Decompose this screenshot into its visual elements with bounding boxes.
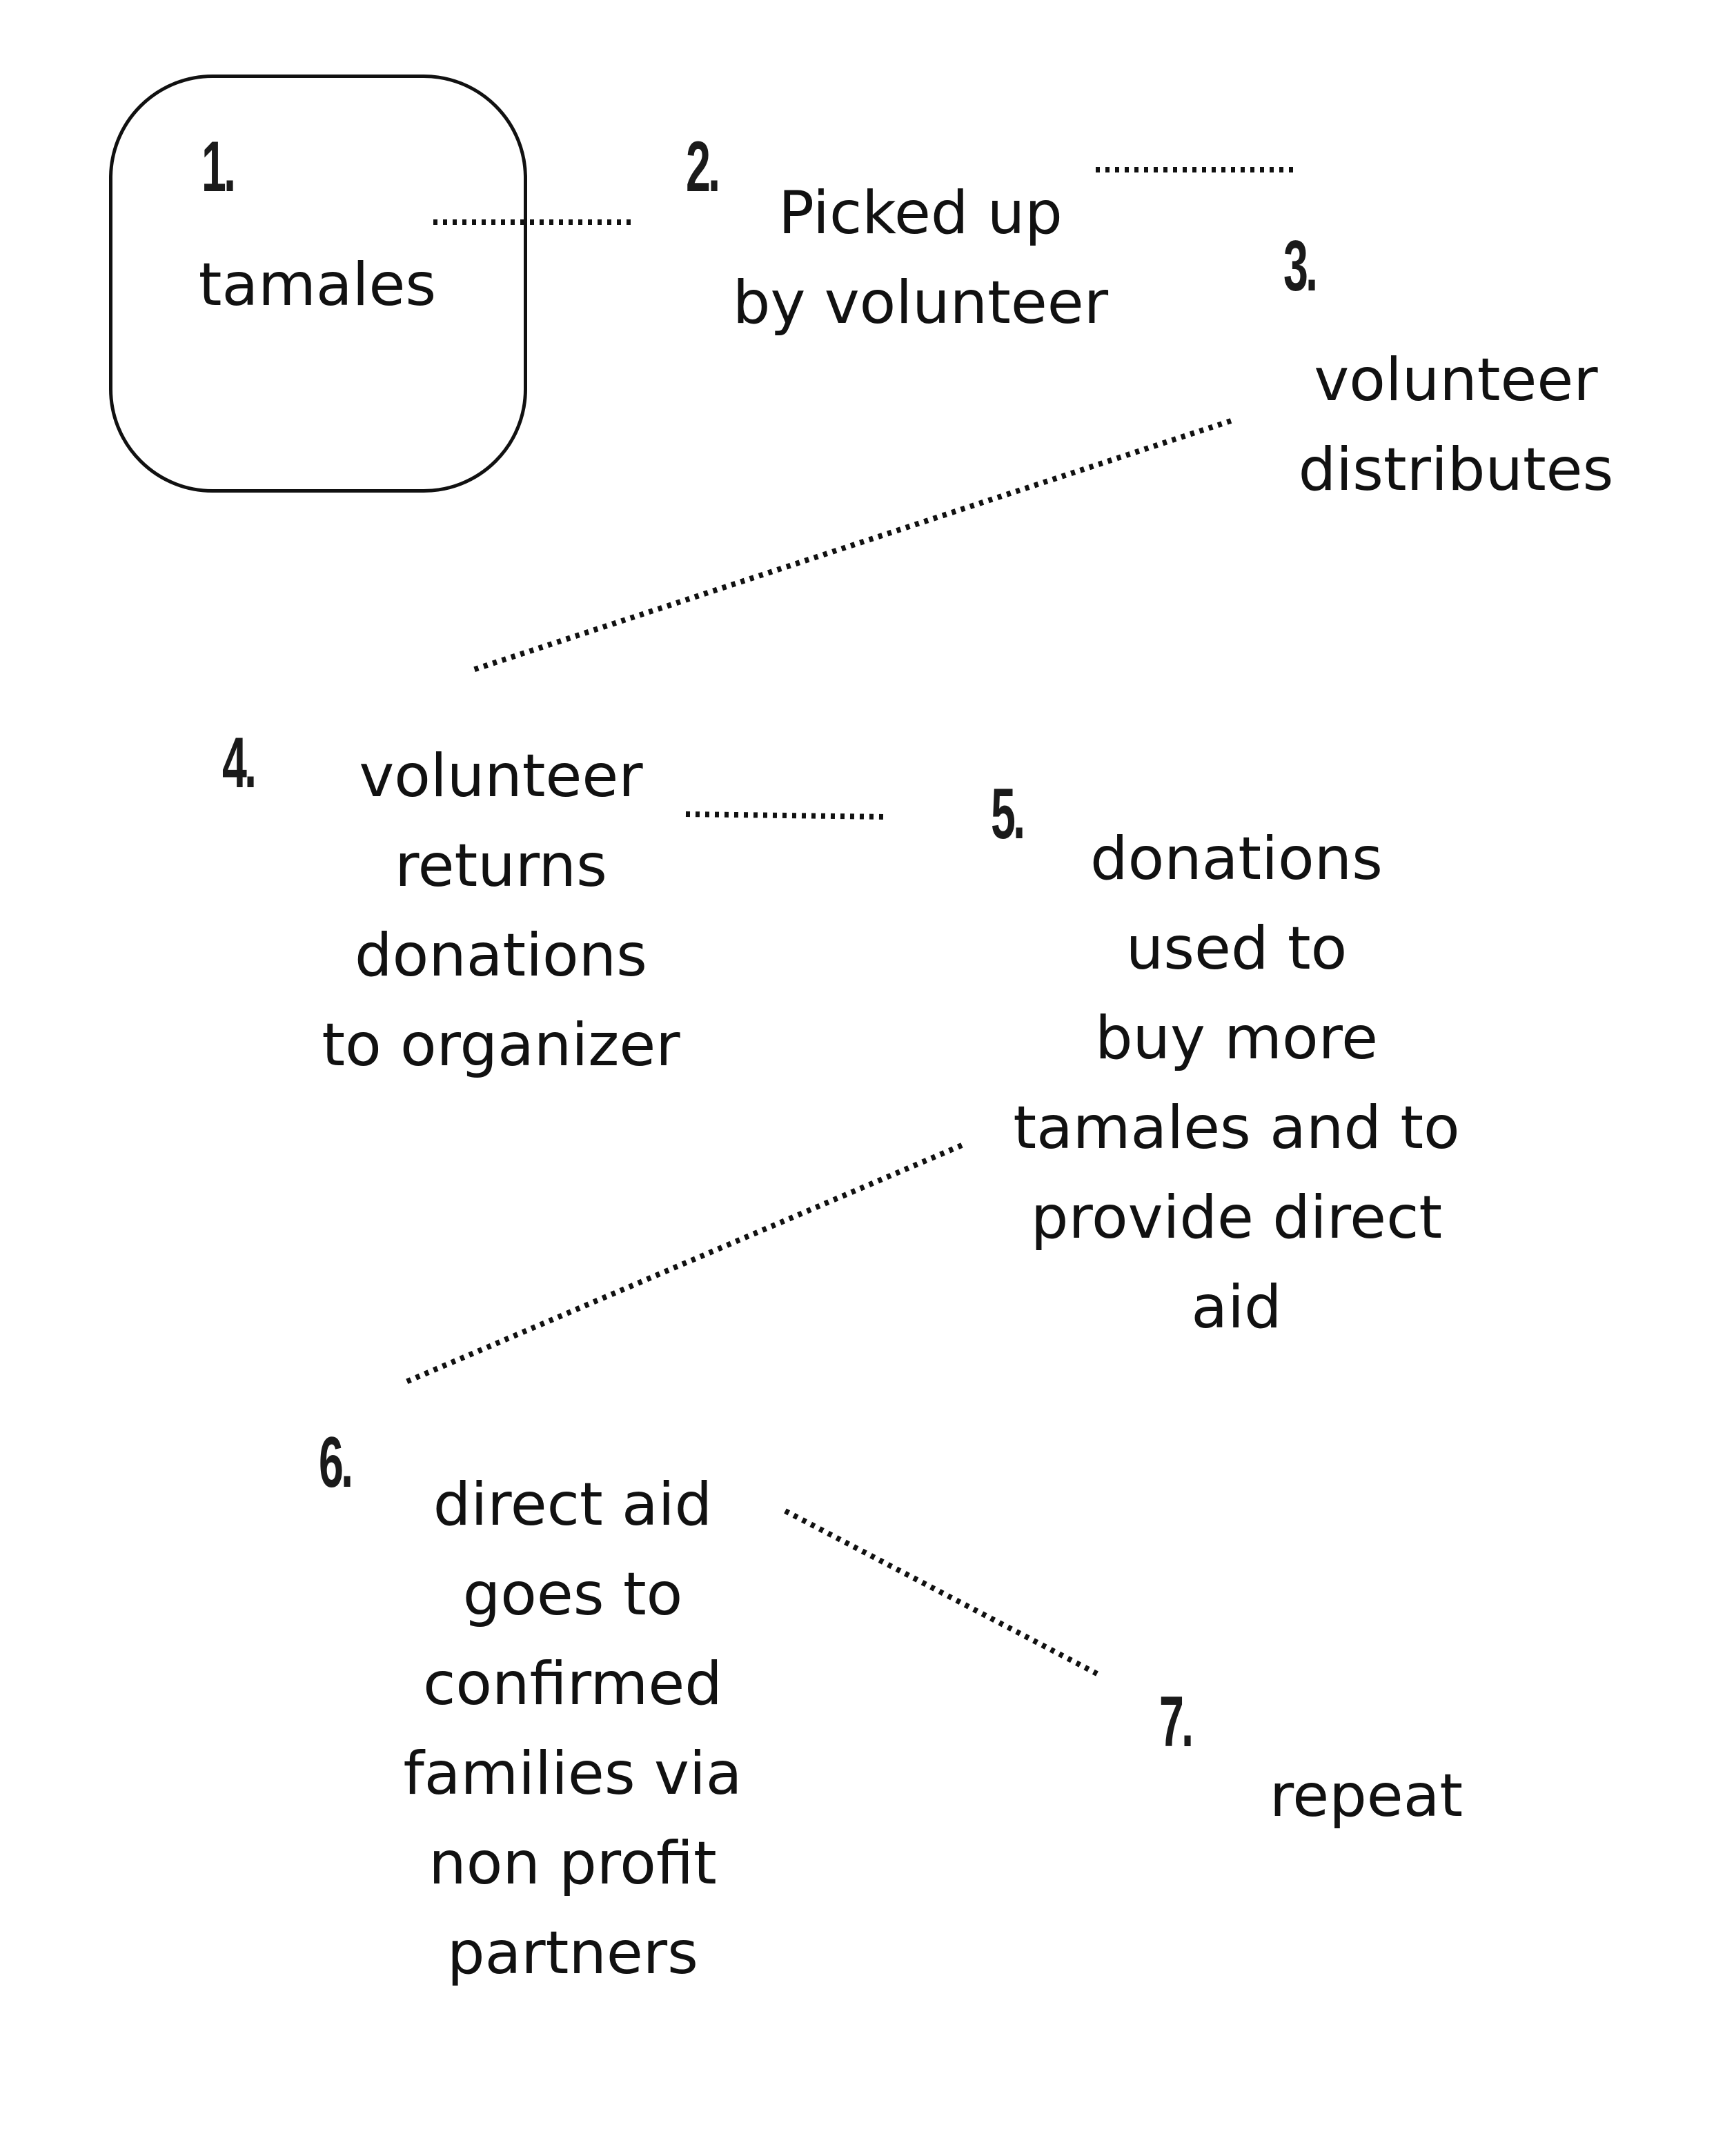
step-6-number: 6. <box>319 1423 353 1503</box>
step-3-label: volunteer distributes <box>1298 346 1614 504</box>
step-4-number: 4. <box>222 723 257 803</box>
step-5-label: donations used to buy more tamales and t… <box>1013 824 1460 1342</box>
step-1-number: 1. <box>201 127 236 207</box>
step-2-number: 2. <box>686 127 720 207</box>
connector-3-4 <box>469 418 1232 673</box>
step-4-label: volunteer returns donations to organizer <box>322 742 680 1080</box>
step-7-label: repeat <box>1269 1761 1463 1830</box>
step-1-label: tamales <box>198 250 437 319</box>
connector-6-7 <box>784 1508 1098 1677</box>
step-2-label: Picked up by volunteer <box>732 179 1109 337</box>
connector-5-6 <box>403 1143 963 1385</box>
step-3-number: 3. <box>1283 226 1318 306</box>
step-7-number: 7. <box>1159 1682 1194 1762</box>
step-1-box <box>109 75 527 493</box>
connector-4-5 <box>685 811 887 820</box>
step-5-number: 5. <box>991 774 1025 854</box>
step-6-label: direct aid goes to confirmed families vi… <box>403 1470 742 1988</box>
